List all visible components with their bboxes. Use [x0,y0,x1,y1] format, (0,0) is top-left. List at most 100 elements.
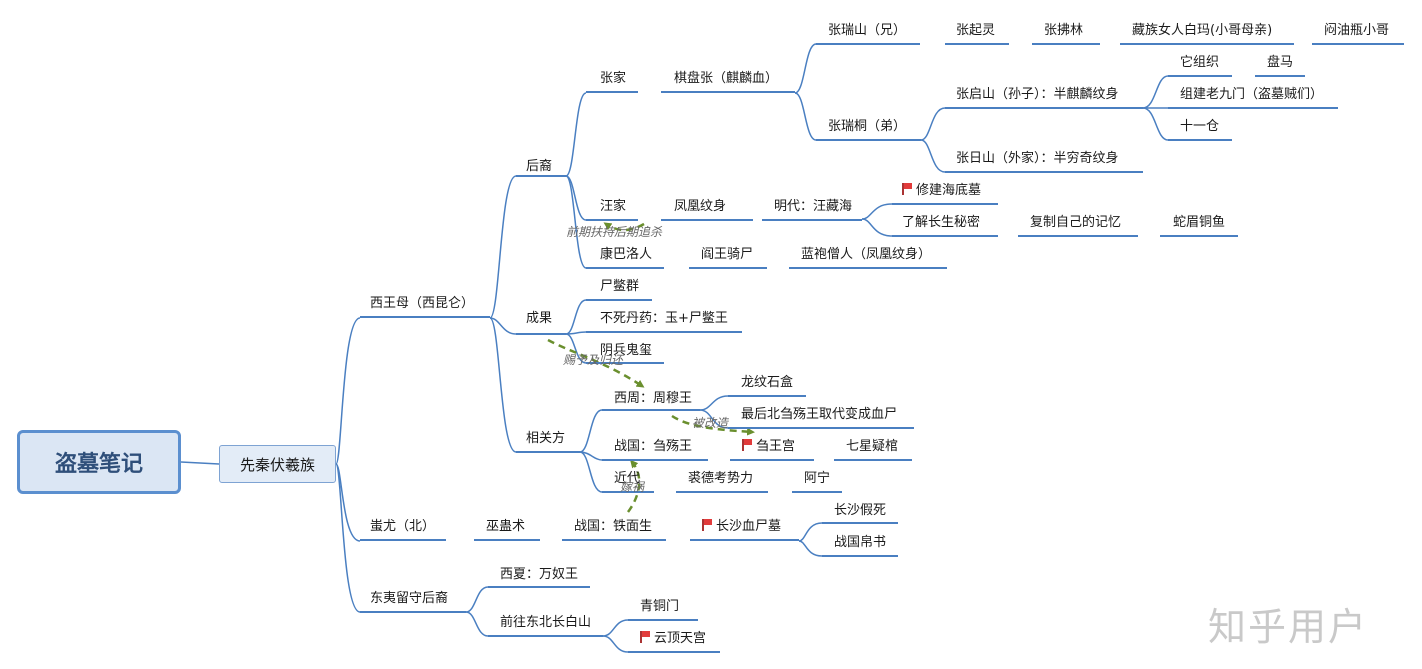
topic-qipanzhang[interactable]: 棋盘张（麒麟血） [674,71,779,86]
underline [1168,75,1232,77]
topic-chiyou[interactable]: 蚩尤（北） [370,519,436,534]
underline [360,611,466,613]
topic-zhangqishan[interactable]: 张启山（孙子）：半麒麟纹身 [956,87,1119,102]
topic-zuihou[interactable]: 最后北刍殇王取代变成血尸 [741,407,898,422]
topic-laojiumen[interactable]: 组建老九门（盗墓贼们） [1180,87,1324,102]
underline [1120,43,1294,45]
underline [661,219,753,221]
topic-dongyi[interactable]: 东夷留守后裔 [370,591,449,606]
underline [1018,235,1138,237]
underline [562,539,666,541]
underline [816,139,921,141]
topic-luwanggong[interactable]: 刍王宫 [742,439,795,455]
topic-haidimu[interactable]: 修建海底墓 [902,183,981,199]
underline [1032,43,1100,45]
underline [602,459,708,461]
topic-panma[interactable]: 盘马 [1267,55,1294,70]
topic-wugu[interactable]: 巫蛊术 [486,519,526,534]
topic-shemei[interactable]: 蛇眉铜鱼 [1173,215,1226,230]
underline [586,299,652,301]
topic-chengguo[interactable]: 成果 [526,311,553,326]
topic-changsha[interactable]: 长沙血尸墓 [702,519,781,535]
underline [360,316,490,318]
underline [360,539,446,541]
topic-shiyicang[interactable]: 十一仓 [1180,119,1220,134]
underline [1312,43,1404,45]
topic-xiangguan[interactable]: 相关方 [526,431,566,446]
topic-zhangrishan[interactable]: 张日山（外家）：半穷奇纹身 [956,151,1119,166]
underline [945,43,1009,45]
topic-yinbing[interactable]: 阴兵鬼玺 [600,343,653,358]
topic-zhoumu[interactable]: 西周：周穆王 [614,391,693,406]
topic-busi[interactable]: 不死丹药：玉+尸鳖王 [600,311,728,326]
relation-label: 嫁祸 [620,480,645,494]
root-topic[interactable]: 盗墓笔记 [17,430,181,494]
relation-label: 赐予及归还 [563,353,624,367]
topic-jiyi[interactable]: 复制自己的记忆 [1030,215,1122,230]
underline [690,539,799,541]
underline [822,522,898,524]
flag-icon [702,519,712,531]
underline [822,555,898,557]
topic-lanpao[interactable]: 蓝袍僧人（凤凰纹身） [801,247,932,262]
underline [488,586,590,588]
topic-wangzanghai[interactable]: 明代：汪藏海 [774,199,853,214]
topic-qiude[interactable]: 裘德考势力 [688,471,754,486]
topic-zhangjia[interactable]: 张家 [600,71,627,86]
topic-changsheng[interactable]: 了解长生秘密 [902,215,981,230]
topic-jiasi[interactable]: 长沙假死 [834,503,887,518]
underline [516,451,580,453]
topic-aning[interactable]: 阿宁 [804,471,831,486]
topic-yanwang[interactable]: 阎王骑尸 [701,247,754,262]
underline [1168,107,1338,109]
underline [834,459,912,461]
topic-dongbei[interactable]: 前往东北长白山 [500,615,592,630]
topic-wangjia[interactable]: 汪家 [600,199,627,214]
underline [516,175,566,177]
underline [892,203,998,205]
topic-zhangfulin[interactable]: 张拂林 [1044,23,1084,38]
underline [586,91,638,93]
topic-qingtong[interactable]: 青铜门 [640,599,680,614]
watermark: 知乎用户 [1208,605,1369,649]
flag-icon [902,183,912,195]
underline [728,427,914,429]
topic-zhangruitong[interactable]: 张瑞桐（弟） [828,119,907,134]
underline [661,91,795,93]
underline [602,409,700,411]
topic-boshu[interactable]: 战国帛书 [834,535,887,550]
relation-label: 前期扶持后期追杀 [566,225,663,239]
underline [586,362,664,364]
underline [628,651,720,653]
topic-longwen[interactable]: 龙纹石盒 [741,375,794,390]
topic-fenghuang[interactable]: 凤凰纹身 [674,199,727,214]
topic-jindai[interactable]: 近代 [614,471,641,486]
underline [586,219,638,221]
underline [1168,139,1232,141]
underline [792,491,842,493]
topic-xiwangmu[interactable]: 西王母（西昆仑） [370,296,475,311]
topic-zhangruishan[interactable]: 张瑞山（兄） [828,23,907,38]
topic-shibie[interactable]: 尸鳖群 [600,279,640,294]
underline [689,267,767,269]
underline [586,331,742,333]
topic-xixia[interactable]: 西夏：万奴王 [500,567,579,582]
underline [730,459,814,461]
flag-icon [742,439,752,451]
topic-yunding[interactable]: 云顶天宫 [640,631,706,647]
topic-zhanguo-lu[interactable]: 战国：刍殇王 [614,439,693,454]
flag-icon [640,631,650,643]
topic-houyi[interactable]: 后裔 [526,159,553,174]
topic-tazuzhi[interactable]: 它组织 [1180,55,1220,70]
topic-baima[interactable]: 藏族女人白玛(小哥母亲) [1132,23,1273,38]
topic-qixing[interactable]: 七星疑棺 [846,439,899,454]
main-topic[interactable]: 先秦伏羲族 [219,445,336,483]
underline [816,43,920,45]
topic-tiemian[interactable]: 战国：铁面生 [574,519,653,534]
underline [586,267,664,269]
topic-kangba[interactable]: 康巴洛人 [600,247,653,262]
topic-zhangqiling[interactable]: 张起灵 [956,23,996,38]
underline [762,219,862,221]
topic-mengyou[interactable]: 闷油瓶小哥 [1324,23,1390,38]
